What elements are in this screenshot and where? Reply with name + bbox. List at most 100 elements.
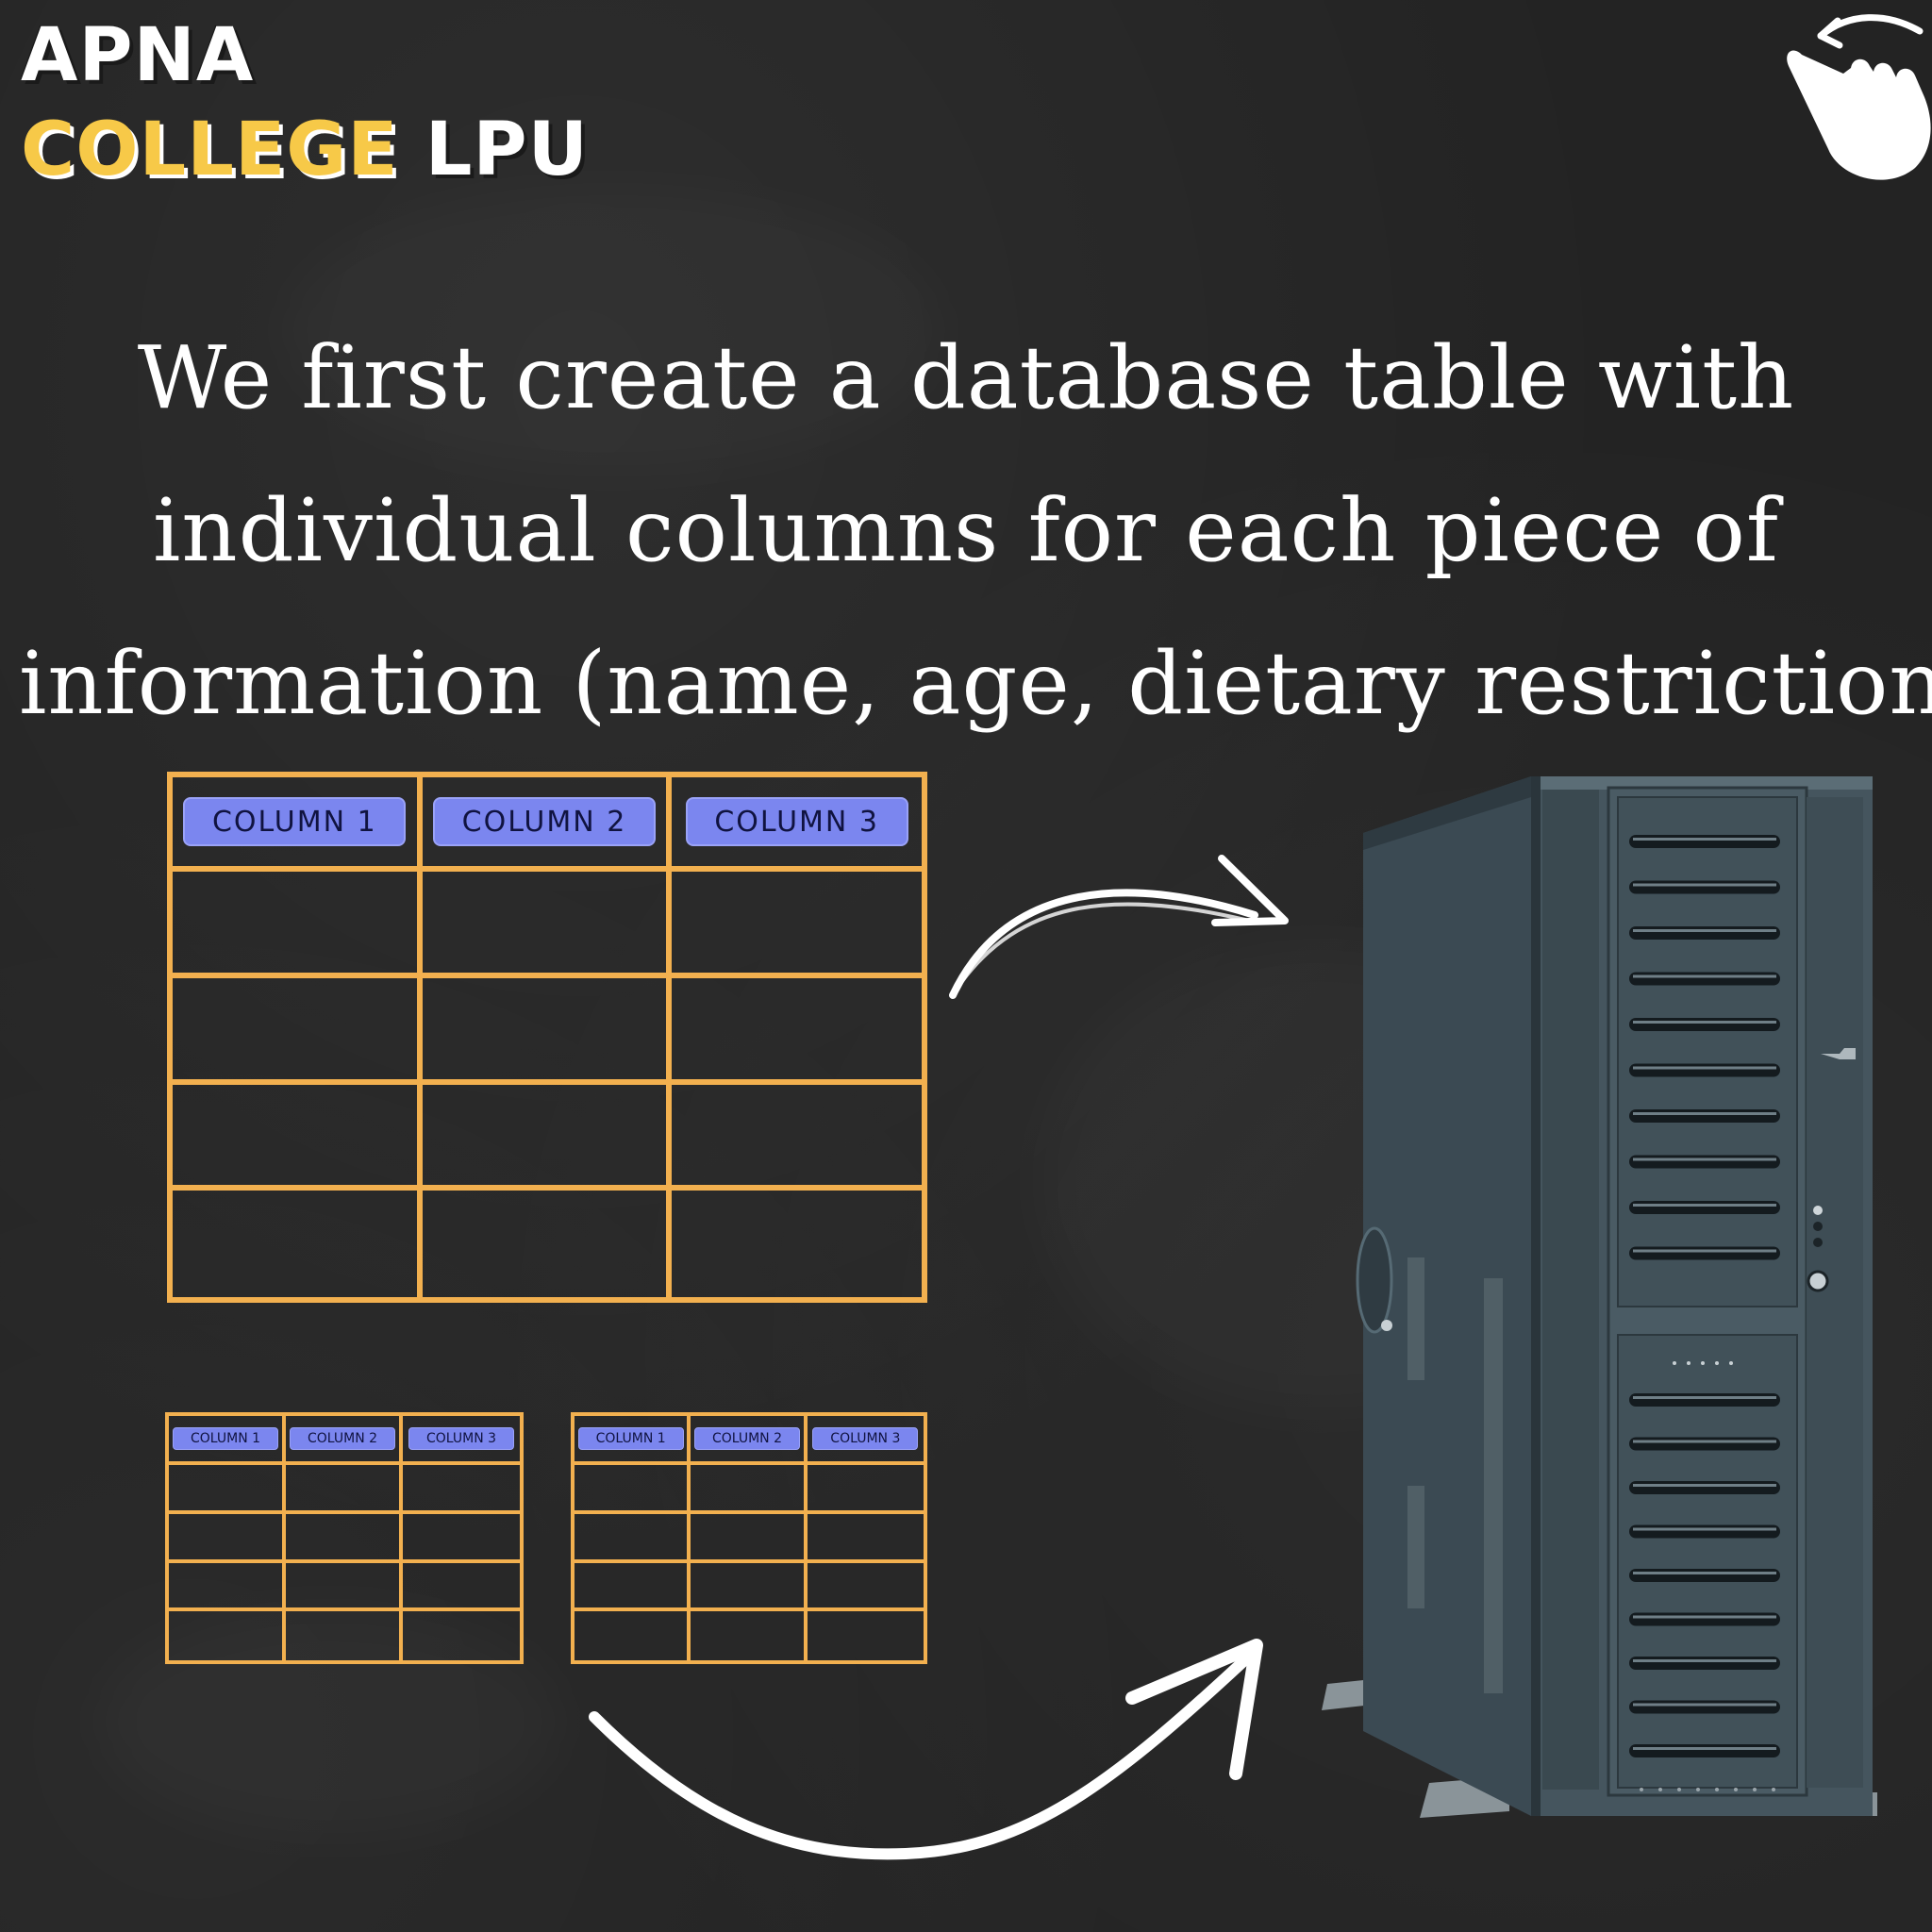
table-empty-cell <box>173 872 423 978</box>
server-vent-slot <box>1629 1744 1780 1757</box>
table-empty-cell <box>403 1611 520 1660</box>
table-header-cell: COLUMN 1 <box>575 1416 691 1465</box>
table-empty-cell <box>169 1513 286 1563</box>
table-empty-cell <box>422 1084 673 1191</box>
column-header-pill: COLUMN 1 <box>183 797 407 846</box>
table-empty-cell <box>169 1611 286 1660</box>
server-vent-highlight <box>1633 1440 1776 1443</box>
table-empty-cell <box>807 1465 924 1514</box>
table-empty-cell <box>169 1562 286 1612</box>
table-empty-cell <box>173 977 423 1085</box>
server-vent-highlight <box>1633 1484 1776 1487</box>
table-empty-cell <box>403 1514 520 1563</box>
brand-college: COLLEGE <box>21 108 399 192</box>
server-vent-highlight <box>1633 1396 1776 1399</box>
server-vent-highlight <box>1633 1659 1776 1662</box>
table-empty-cell <box>286 1611 403 1660</box>
server-vent-highlight <box>1633 1615 1776 1619</box>
table-header-cell: COLUMN 3 <box>403 1416 520 1465</box>
server-vent-highlight <box>1633 929 1776 932</box>
server-vent-highlight <box>1633 1703 1776 1707</box>
table-empty-cell <box>286 1513 403 1563</box>
server-vent-highlight <box>1633 838 1776 841</box>
table-empty-cell <box>286 1465 403 1514</box>
table-empty-cell <box>691 1465 808 1514</box>
headline-line-1: We first create a database table with <box>137 327 1795 428</box>
server-vent-slot <box>1629 1524 1780 1539</box>
server-vent-highlight <box>1633 1112 1776 1115</box>
server-vent-highlight <box>1633 1204 1776 1207</box>
brand-line-2: COLLEGE LPU <box>21 113 589 187</box>
table-empty-cell <box>672 978 922 1085</box>
headline-line-3: information (name, age, dietary restrict… <box>19 633 1932 734</box>
table-empty-cell <box>672 872 922 978</box>
table-empty-cell <box>672 1085 922 1191</box>
table-empty-cell <box>286 1562 403 1612</box>
table-empty-cell <box>691 1513 808 1563</box>
server-vent-slot <box>1629 1063 1780 1077</box>
table-empty-cell <box>173 1084 423 1191</box>
column-header-pill: COLUMN 1 <box>577 1427 684 1450</box>
server-vent-slot <box>1629 1612 1780 1626</box>
curved-arrow-bottom-icon <box>589 1639 1263 1860</box>
table-empty-cell <box>807 1514 924 1563</box>
server-vent-slot <box>1629 1481 1780 1494</box>
brand-apna: APNA <box>21 13 255 98</box>
table-empty-cell <box>403 1465 520 1514</box>
server-vent-highlight <box>1633 1066 1776 1070</box>
column-header-pill: COLUMN 1 <box>173 1427 278 1450</box>
table-empty-cell <box>807 1563 924 1612</box>
table-empty-cell <box>672 1191 922 1297</box>
server-vent-highlight <box>1633 1572 1776 1574</box>
table-empty-cell <box>423 1191 673 1297</box>
server-vent-slot <box>1629 972 1780 986</box>
table-empty-cell <box>575 1562 691 1612</box>
table-header-cell: COLUMN 3 <box>672 777 922 872</box>
table-empty-cell <box>173 1191 423 1297</box>
small-database-table-left: COLUMN 1 COLUMN 2 COLUMN 3 <box>165 1412 524 1664</box>
table-empty-cell <box>422 872 673 978</box>
server-vent-slot <box>1629 1700 1780 1714</box>
server-vent-highlight <box>1633 1249 1776 1253</box>
table-empty-cell <box>169 1465 286 1514</box>
server-vent-highlight <box>1633 1021 1776 1024</box>
table-empty-cell <box>691 1611 808 1660</box>
table-empty-cell <box>575 1465 691 1514</box>
column-header-pill: COLUMN 3 <box>685 797 908 846</box>
server-vent-slot <box>1629 1569 1780 1582</box>
server-vent-highlight <box>1633 1158 1776 1161</box>
table-empty-cell <box>575 1611 691 1660</box>
table-header-cell: COLUMN 3 <box>807 1416 924 1465</box>
headline: We first create a database table with in… <box>19 302 1932 760</box>
column-header-pill: COLUMN 2 <box>693 1427 800 1450</box>
server-vent-slot <box>1629 880 1780 894</box>
server-tower-icon <box>1322 776 1877 1818</box>
table-header-cell: COLUMN 2 <box>691 1416 808 1465</box>
server-vent-highlight <box>1633 1747 1776 1750</box>
server-vent-slot <box>1629 926 1780 940</box>
brand-logo: APNA COLLEGE LPU <box>21 19 589 187</box>
server-vent-slot <box>1629 835 1780 848</box>
server-vent-slot <box>1629 1201 1780 1214</box>
server-vent-slot <box>1629 1437 1780 1451</box>
server-vent-slot <box>1629 1155 1780 1169</box>
table-header-cell: COLUMN 2 <box>422 777 673 872</box>
server-vent-slot <box>1629 1246 1780 1260</box>
table-header-cell: COLUMN 2 <box>286 1416 403 1465</box>
small-database-table-right: COLUMN 1 COLUMN 2 COLUMN 3 <box>571 1412 927 1664</box>
brand-lpu: LPU <box>425 108 589 192</box>
table-header-cell: COLUMN 1 <box>173 777 423 872</box>
table-empty-cell <box>422 977 673 1085</box>
column-header-pill: COLUMN 2 <box>432 797 656 846</box>
curved-arrow-top-icon <box>949 855 1289 999</box>
column-header-pill: COLUMN 3 <box>408 1427 514 1450</box>
table-header-cell: COLUMN 1 <box>169 1416 286 1465</box>
server-vent-slot <box>1629 1109 1780 1123</box>
server-vent-slot <box>1629 1018 1780 1031</box>
table-empty-cell <box>691 1562 808 1612</box>
table-empty-cell <box>575 1513 691 1563</box>
swipe-hand-icon[interactable] <box>1783 8 1932 196</box>
server-vent-highlight <box>1633 974 1776 978</box>
table-empty-cell <box>403 1563 520 1612</box>
column-header-pill: COLUMN 2 <box>290 1427 395 1450</box>
